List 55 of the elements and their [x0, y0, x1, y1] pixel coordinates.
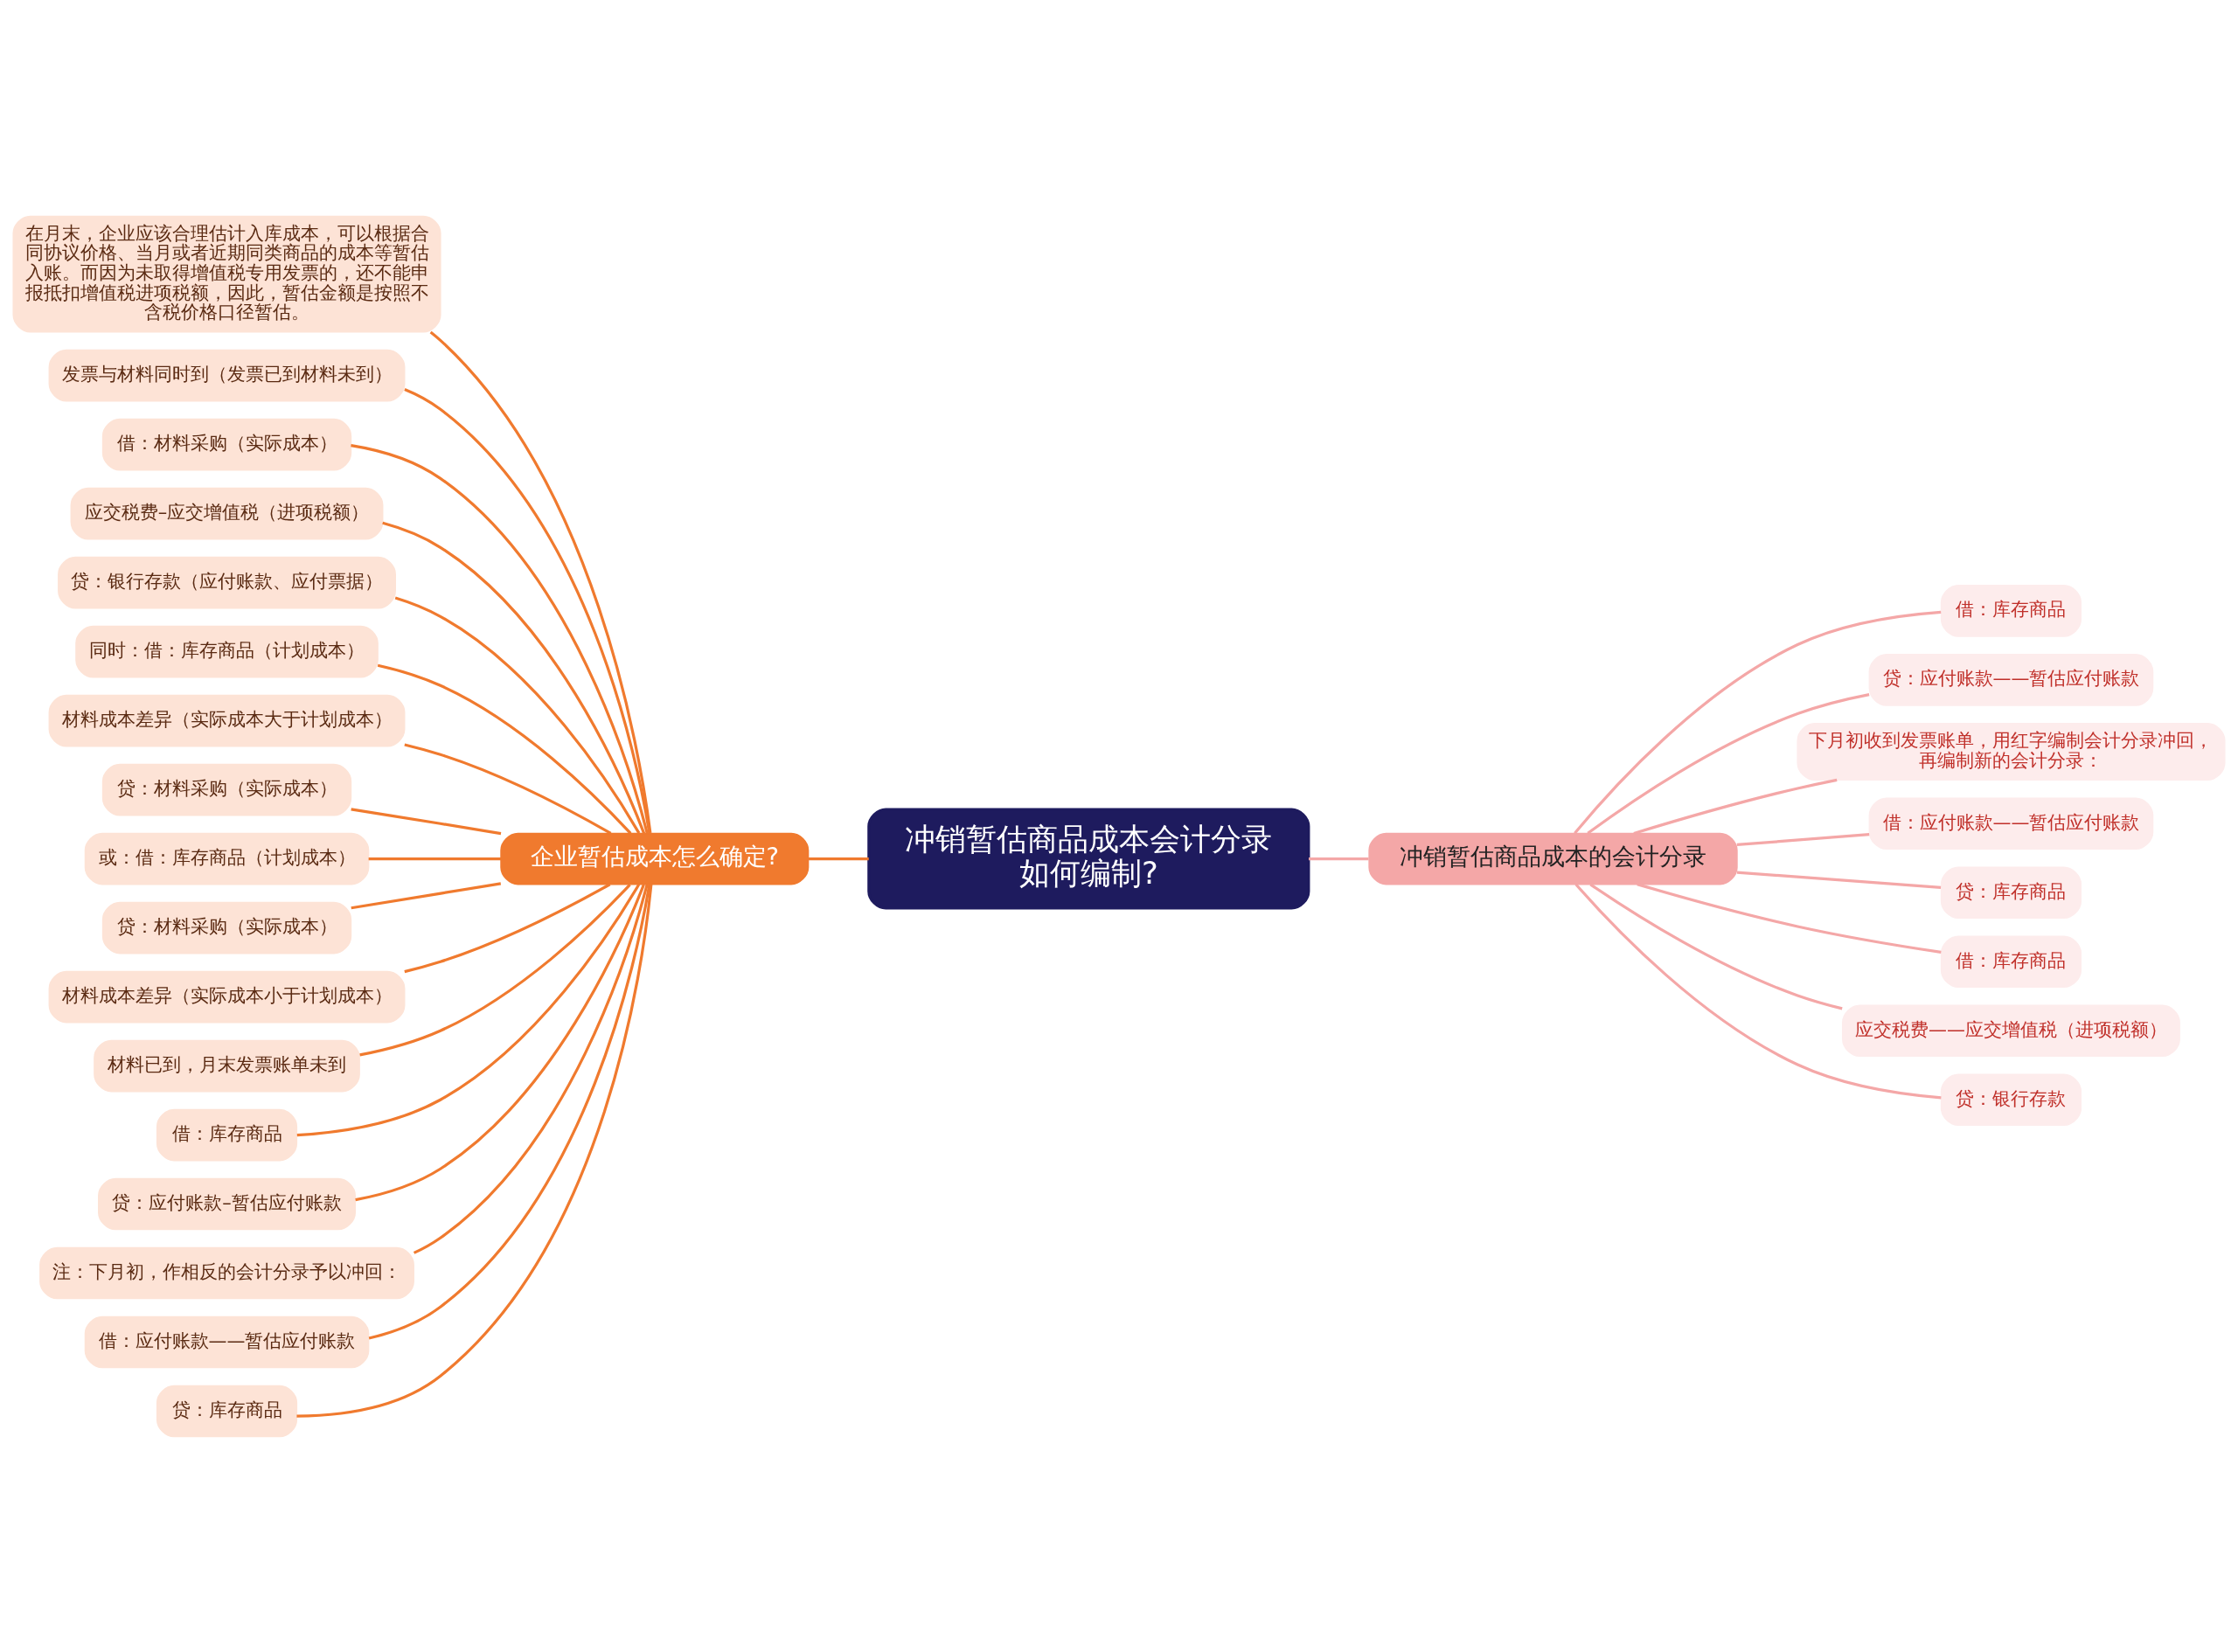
- node-box: 下月初收到发票账单，用红字编制会计分录冲回，再编制新的会计分录：: [1797, 722, 2226, 781]
- node-box: 借：库存商品: [1940, 934, 2082, 988]
- connector: [351, 881, 502, 909]
- connector: [368, 857, 502, 860]
- node-box: 发票与材料同时到（发票已到材料未到）: [48, 349, 406, 401]
- node-box: 贷：库存商品: [156, 1385, 298, 1437]
- connector: [1587, 692, 1870, 835]
- node-box: 贷：应付账款–暂估应付账款: [98, 1177, 357, 1230]
- connector: [296, 884, 653, 1418]
- node-box: 贷：银行存款: [1940, 1072, 2082, 1126]
- node-box: 材料已到，月末发票账单未到: [94, 1039, 360, 1092]
- connector: [429, 330, 652, 833]
- connector: [404, 882, 611, 973]
- connector: [1633, 778, 1838, 835]
- node-box: 材料成本差异（实际成本大于计划成本）: [48, 694, 406, 746]
- node-box: 同时：借：库存商品（计划成本）: [75, 625, 379, 677]
- connector: [1574, 610, 1942, 834]
- node-box: 企业暂估成本怎么确定?: [500, 832, 810, 885]
- node-box: 借：库存商品: [1940, 584, 2082, 637]
- node-box: 贷：应付账款——暂估应付账款: [1868, 653, 2154, 706]
- connector: [377, 663, 632, 834]
- connector: [382, 521, 646, 834]
- node-box: 借：材料采购（实际成本）: [101, 418, 352, 470]
- node-box: 应交税费–应交增值税（进项税额）: [70, 487, 384, 539]
- connector: [809, 857, 869, 860]
- connector: [1309, 857, 1369, 860]
- connector: [404, 387, 651, 834]
- connector: [351, 443, 649, 834]
- connector: [1589, 883, 1843, 1010]
- connector: [355, 883, 645, 1201]
- node-box: 贷：材料采购（实际成本）: [101, 901, 352, 954]
- connector: [404, 742, 612, 835]
- node-box: 借：应付账款——暂估应付账款: [84, 1315, 370, 1368]
- node-box: 贷：库存商品: [1940, 865, 2082, 919]
- connector: [359, 883, 631, 1056]
- node-box: 借：应付账款——暂估应付账款: [1868, 796, 2154, 850]
- connector: [413, 883, 649, 1254]
- connector: [1637, 882, 1942, 954]
- connector: [1736, 832, 1870, 846]
- connector: [394, 595, 641, 834]
- node-box: 贷：银行存款（应付账款、应付票据）: [58, 556, 396, 608]
- node-box: 在月末，企业应该合理估计入库成本，可以根据合同协议价格、当月或者近期同类商品的成本等暂估入账。而因为未取得增值税专用发票的，还不能申报抵扣增值税进项税额，因此，暂估金额是按照不含税价格口径暂估。: [12, 215, 441, 332]
- node-box: 借：库存商品: [156, 1108, 298, 1161]
- node-box: 冲销暂估商品成本会计分录如何编制?: [867, 808, 1310, 910]
- node-box: 或：借：库存商品（计划成本）: [84, 832, 370, 885]
- node-box: 注：下月初，作相反的会计分录予以冲回：: [39, 1246, 414, 1299]
- connector: [351, 807, 502, 835]
- node-box: 冲销暂估商品成本的会计分录: [1368, 832, 1738, 885]
- connector: [1574, 883, 1942, 1099]
- node-box: 贷：材料采购（实际成本）: [101, 763, 352, 816]
- node-box: 材料成本差异（实际成本小于计划成本）: [48, 970, 406, 1023]
- connector: [1736, 871, 1942, 889]
- connector: [296, 883, 641, 1136]
- connector: [368, 883, 651, 1340]
- node-box: 应交税费——应交增值税（进项税额）: [1842, 1003, 2180, 1057]
